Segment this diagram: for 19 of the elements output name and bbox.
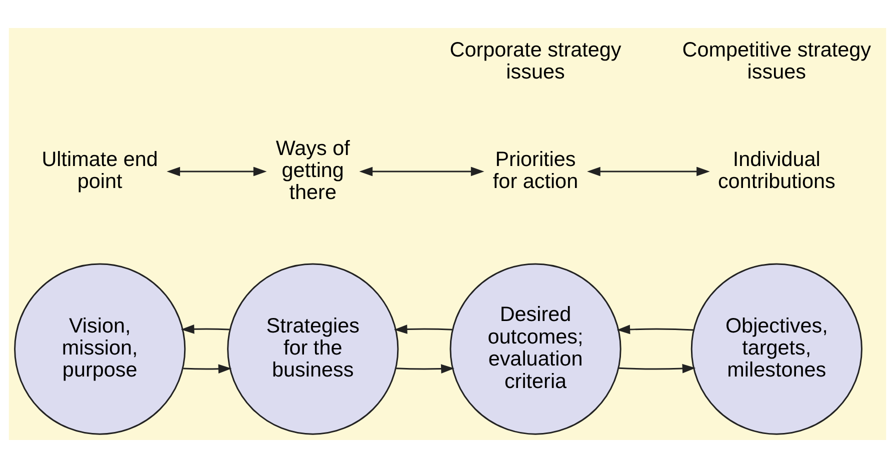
- arrow: [166, 166, 267, 176]
- arrow: [587, 166, 710, 176]
- label: Corporate strategy issues: [450, 38, 622, 84]
- node-circle: Vision, mission, purpose: [14, 262, 186, 434]
- node-circle: Objectives, targets, milestones: [690, 262, 862, 434]
- arrow: [183, 364, 232, 374]
- node-text: Ways of getting there: [276, 136, 350, 204]
- label: Competitive strategy issues: [682, 38, 872, 84]
- arrow: [396, 364, 454, 373]
- node-text: Priorities for action: [492, 147, 578, 193]
- arrow: [359, 166, 484, 176]
- node-text: Ultimate end point: [42, 147, 158, 193]
- arrow: [394, 324, 452, 334]
- arrow: [616, 324, 694, 334]
- node-text: Individual contributions: [718, 147, 836, 193]
- arrow: [180, 324, 230, 334]
- arrow: [618, 363, 696, 373]
- node-circle: Strategies for the business: [227, 262, 399, 434]
- node-circle: Desired outcomes; evaluation criteria: [450, 262, 622, 434]
